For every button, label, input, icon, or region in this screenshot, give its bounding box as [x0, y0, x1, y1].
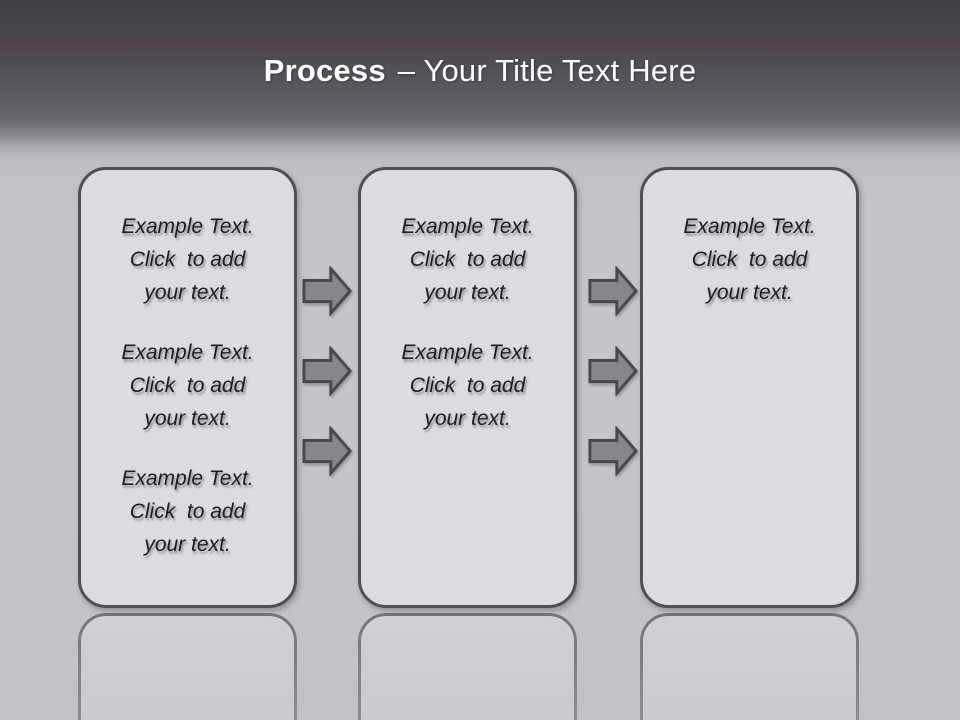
slide-title[interactable]: Process – Your Title Text Here: [0, 50, 960, 92]
box-reflection: [640, 613, 859, 720]
title-placeholder-text: – Your Title Text Here: [397, 53, 697, 88]
placeholder-text[interactable]: Example Text. Click to add your text.: [121, 215, 254, 304]
right-arrow-icon: [302, 346, 352, 396]
right-arrow-icon: [588, 426, 638, 476]
process-box-2[interactable]: Example Text. Click to add your text. Exa…: [358, 167, 577, 608]
right-arrow-icon: [588, 346, 638, 396]
title-band: Process – Your Title Text Here: [0, 0, 960, 128]
placeholder-text[interactable]: Example Text. Click to add your text.: [121, 467, 254, 556]
arrow-group-1: [302, 266, 352, 476]
right-arrow-icon: [302, 426, 352, 476]
right-arrow-icon: [588, 266, 638, 316]
box-reflection: [78, 613, 297, 720]
right-arrow-icon: [302, 266, 352, 316]
process-box-3[interactable]: Example Text. Click to add your text.: [640, 167, 859, 608]
placeholder-text[interactable]: Example Text. Click to add your text.: [683, 215, 816, 304]
placeholder-text[interactable]: Example Text. Click to add your text.: [401, 341, 534, 430]
placeholder-text[interactable]: Example Text. Click to add your text.: [121, 341, 254, 430]
arrow-group-2: [588, 266, 638, 476]
title-keyword: Process: [263, 53, 386, 88]
box-reflection: [358, 613, 577, 720]
placeholder-text[interactable]: Example Text. Click to add your text.: [401, 215, 534, 304]
process-box-1[interactable]: Example Text. Click to add your text. Exa…: [78, 167, 297, 608]
